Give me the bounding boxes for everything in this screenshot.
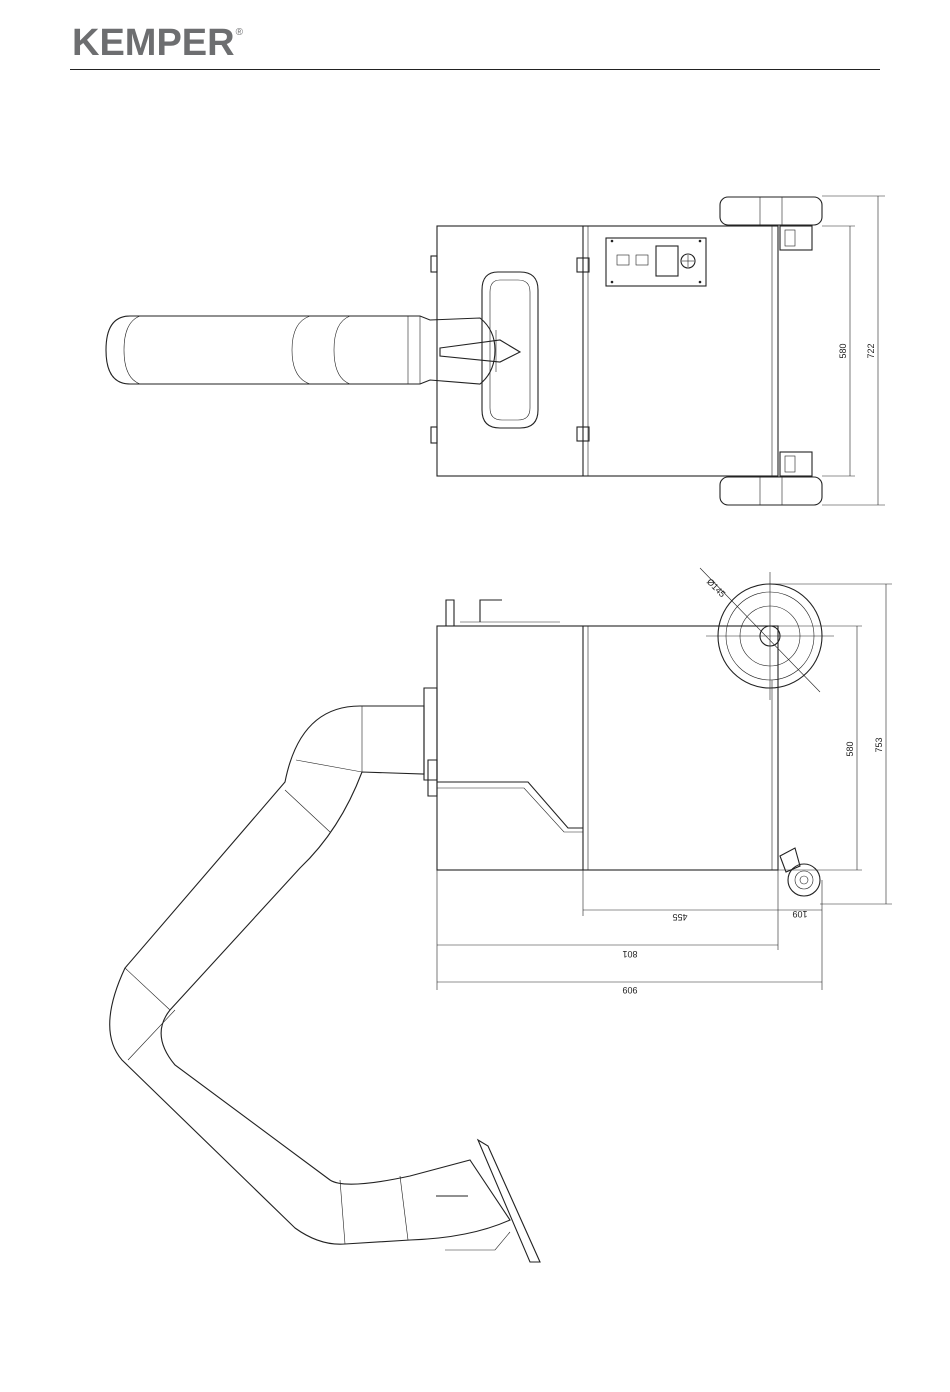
dim-height-body: 580 xyxy=(845,741,855,756)
dim-length-body: 801 xyxy=(622,949,637,959)
top-wheel-lower xyxy=(720,477,822,505)
top-wheel-upper xyxy=(720,197,822,225)
side-hood xyxy=(478,1140,540,1262)
side-view: Ø145 580 753 455 109 801 909 xyxy=(110,568,892,1262)
dim-width-outer: 722 xyxy=(866,343,876,358)
side-drawer-line xyxy=(437,782,583,828)
top-body-outline xyxy=(437,226,778,476)
side-body-outline xyxy=(437,626,778,870)
dim-length-rear: 455 xyxy=(672,912,687,922)
side-extraction-arm xyxy=(110,706,510,1244)
dim-height-total: 753 xyxy=(874,737,884,752)
dim-length-total: 909 xyxy=(622,985,637,995)
dim-wheel-diameter: Ø145 xyxy=(705,577,728,600)
dim-width-inner: 580 xyxy=(838,343,848,358)
top-hood xyxy=(482,272,538,428)
dim-length-wheel: 109 xyxy=(792,909,807,919)
top-view: 580 722 xyxy=(106,196,885,505)
